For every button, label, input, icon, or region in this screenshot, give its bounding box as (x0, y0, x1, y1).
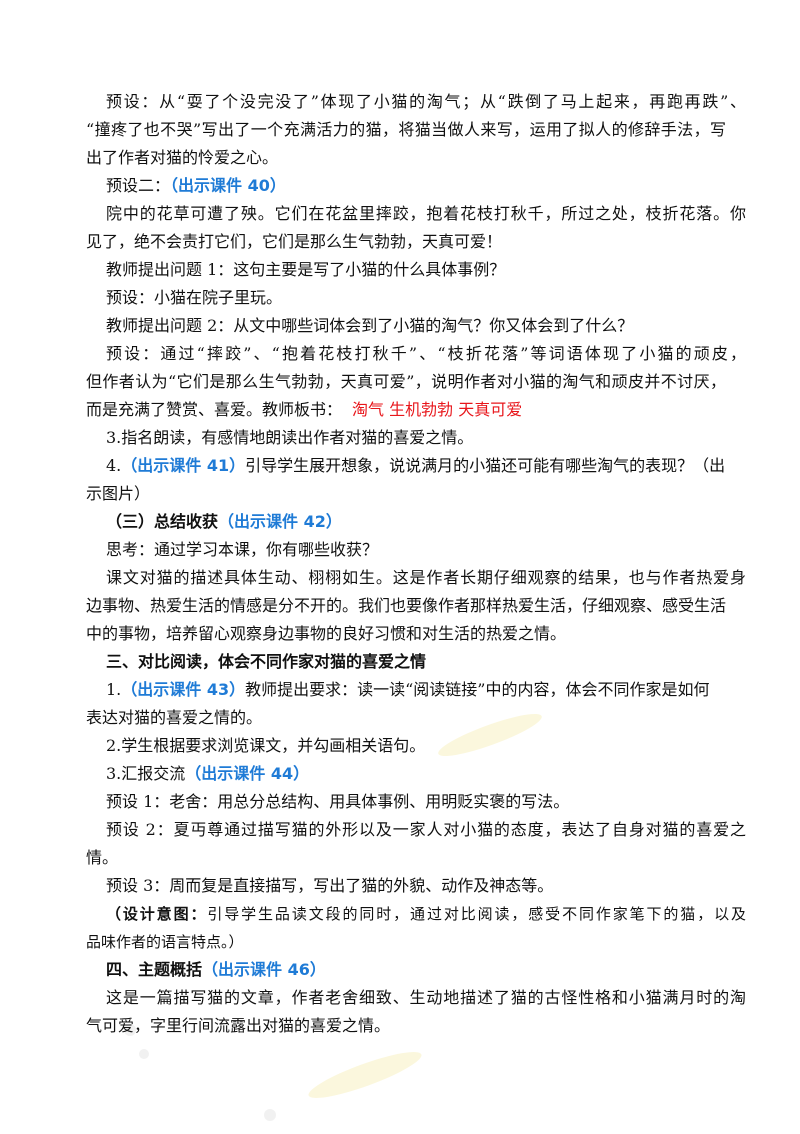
text-line: 预设：小猫在院子里玩。 (106, 288, 283, 307)
text-line: 2.学生根据要求浏览课文，并勾画相关语句。 (106, 736, 426, 755)
text-line: 1.（出示课件 43）教师提出要求：读一读“阅读链接”中的内容，体会不同作家是如… (106, 680, 710, 699)
section-heading: 四、主题概括（出示课件 46） (106, 960, 326, 979)
text-line: 预设 1：老舍：用总分总结构、用具体事例、用明贬实褒的写法。 (106, 792, 570, 811)
section-heading: （三）总结收获（出示课件 42） (106, 512, 342, 531)
text-line: 预设二：（出示课件 40） (106, 176, 286, 195)
text-line: 但作者认为“它们是那么生气勃勃，天真可爱”，说明作者对小猫的淘气和顽皮并不讨厌， (86, 372, 726, 391)
text-line: 出了作者对猫的怜爱之心。 (86, 148, 279, 167)
text-line: 预设：通过“摔跤”、“抱着花枝打秋千”、“枝折花落”等词语体现了小猫的顽皮， (106, 344, 746, 363)
design-intent-note: 品味作者的语言特点。） (86, 933, 244, 951)
watermark-mark (250, 1100, 290, 1134)
text-line: 气可爱，字里行间流露出对猫的喜爱之情。 (86, 1016, 391, 1035)
board-writing: 淘气 生机勃勃 天真可爱 (352, 400, 523, 419)
text-line: 边事物、热爱生活的情感是分不开的。我们也要像作者那样热爱生活，仔细观察、感受生活 (86, 596, 727, 615)
section-heading: 三、对比阅读，体会不同作家对猫的喜爱之情 (106, 652, 427, 671)
text-line: 预设：从“耍了个没完没了”体现了小猫的淘气；从“跌倒了马上起来，再跑再跌”、 (106, 92, 746, 111)
text-line: 这是一篇描写猫的文章，作者老舍细致、生动地描述了猫的古怪性格和小猫满月时的淘 (106, 988, 746, 1007)
watermark-mark (300, 1040, 430, 1114)
text-line: 表达对猫的喜爱之情的。 (86, 708, 263, 727)
courseware-ref: （出示课件 46） (202, 960, 326, 979)
text-line: 中的事物，培养留心观察身边事物的良好习惯和对生活的热爱之情。 (86, 624, 567, 643)
courseware-ref: （出示课件 44） (185, 764, 310, 783)
text-line: 3.汇报交流（出示课件 44） (106, 764, 310, 783)
watermark-mark (430, 705, 550, 769)
text-line: 思考：通过学习本课，你有哪些收获？ (106, 540, 379, 559)
text-line: 4.（出示课件 41）引导学生展开想象，说说满月的小猫还可能有哪些淘气的表现？（… (106, 456, 726, 475)
text-line: 见了，绝不会责打它们，它们是那么生气勃勃，天真可爱！ (86, 232, 503, 251)
courseware-ref: （出示课件 40） (170, 176, 286, 195)
design-intent-note: （设计意图：引导学生品读文段的同时，通过对比阅读，感受不同作家笔下的猫，以及 (106, 905, 746, 923)
text-line: 3.指名朗读，有感情地朗读出作者对猫的喜爱之情。 (106, 428, 474, 447)
text-line: 情。 (86, 848, 119, 867)
text-line: “撞疼了也不哭”写出了一个充满活力的猫，将猫当做人来写，运用了拟人的修辞手法，写 (86, 120, 726, 139)
text-line: 示图片） (86, 484, 151, 503)
text-line: 预设 3：周而复是直接描写，写出了猫的外貌、动作及神态等。 (106, 876, 554, 895)
courseware-ref: （出示课件 43） (121, 680, 246, 699)
text-line: 而是充满了赞赏、喜爱。教师板书：淘气 生机勃勃 天真可爱 (86, 400, 523, 419)
text-line: 教师提出问题 2：从文中哪些词体会到了小猫的淘气？你又体会到了什么？ (106, 316, 634, 335)
courseware-ref: （出示课件 42） (218, 512, 342, 531)
text-line: 预设 2：夏丏尊通过描写猫的外形以及一家人对小猫的态度，表达了自身对猫的喜爱之 (106, 820, 746, 839)
text-line: 课文对猫的描述具体生动、栩栩如生。这是作者长期仔细观察的结果，也与作者热爱身 (106, 568, 746, 587)
watermark-mark (110, 1010, 170, 1074)
text-line: 教师提出问题 1：这句主要是写了小猫的什么具体事例？ (106, 260, 506, 279)
courseware-ref: （出示课件 41） (121, 456, 246, 475)
text-line: 院中的花草可遭了殃。它们在花盆里摔跤，抱着花枝打秋千，所过之处，枝折花落。你 (106, 204, 746, 223)
